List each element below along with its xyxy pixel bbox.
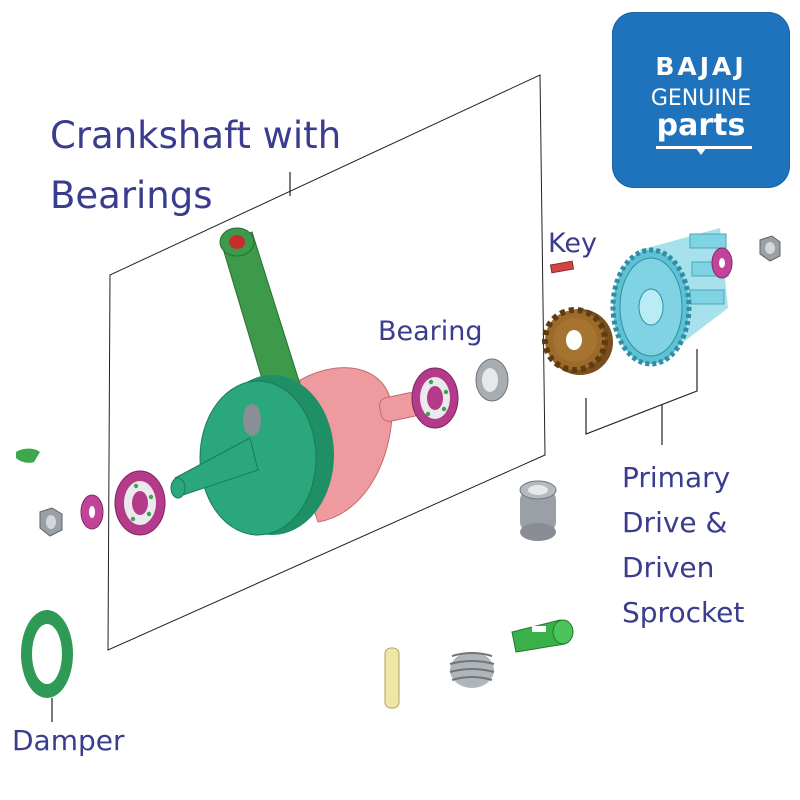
- logo-genuine: GENUINE: [650, 86, 752, 111]
- label-bearing: Bearing: [378, 316, 483, 347]
- primary-bracket: [585, 349, 698, 435]
- logo-check-icon: [695, 147, 707, 155]
- assembly-frame: [107, 74, 546, 651]
- logo-brand: BAJAJ: [655, 52, 747, 81]
- left-nut-icon: [39, 507, 63, 537]
- label-key: Key: [548, 228, 597, 259]
- label-primary-drive: Primary Drive & Driven Sprocket: [622, 461, 745, 629]
- key-icon: [549, 260, 575, 274]
- left-bearing-icon: [114, 470, 166, 536]
- right-bearing-icon: [411, 367, 459, 429]
- label-crankshaft: Crankshaft with Bearings: [50, 114, 342, 217]
- bajaj-genuine-parts-logo: BAJAJ GENUINE parts: [612, 12, 790, 188]
- label-damper: Damper: [12, 724, 125, 757]
- clip-fragment-icon: [16, 448, 40, 463]
- lower-bush-icon: [519, 480, 557, 541]
- right-nut-icon: [759, 235, 781, 262]
- plunger-icon: [511, 619, 574, 653]
- clutch-drum-icon: [610, 228, 729, 367]
- pin-icon: [384, 647, 400, 709]
- crankshaft-assembly-icon: [170, 227, 422, 536]
- gear-icon: [542, 307, 613, 375]
- logo-parts: parts: [656, 108, 746, 143]
- right-bush-icon: [475, 358, 509, 402]
- damper-ring-icon: [21, 610, 73, 698]
- spring-icon: [449, 652, 495, 688]
